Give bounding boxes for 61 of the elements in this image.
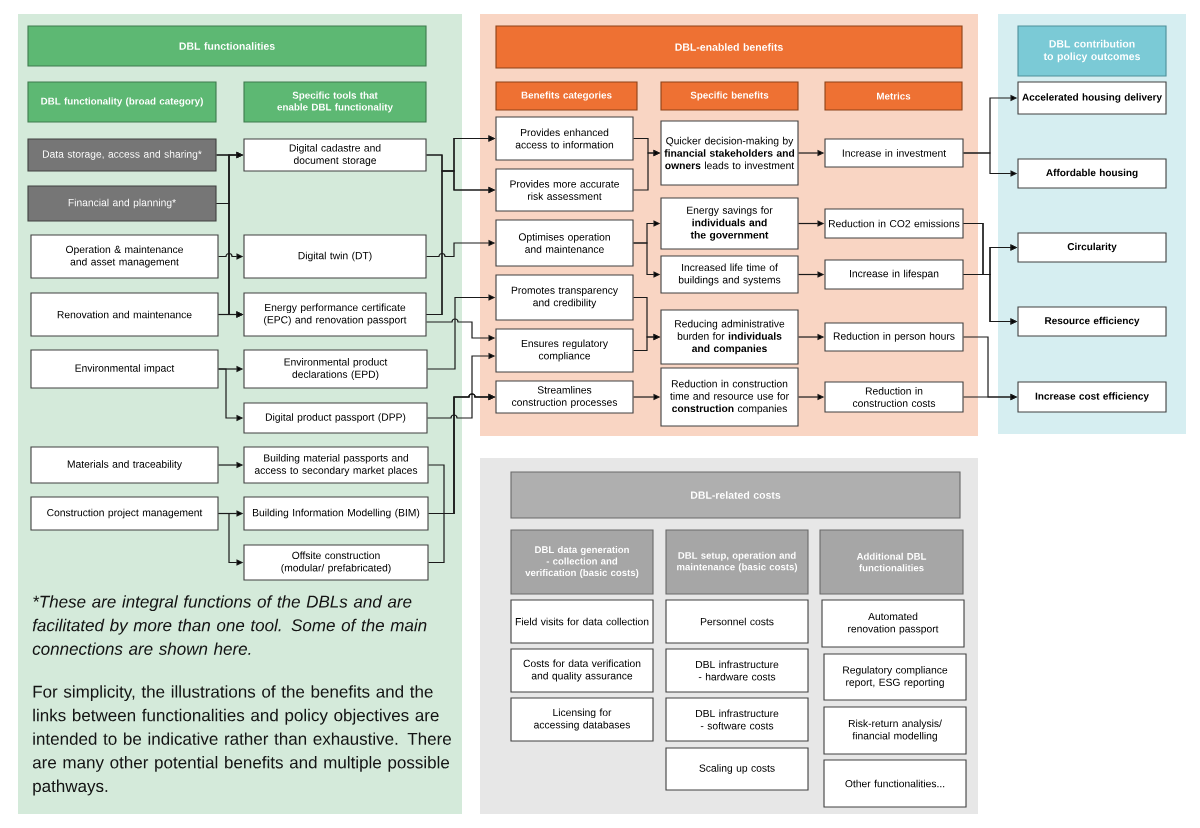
tool-box: Offsite construction (modular/ prefabricated) [243,544,429,581]
functionality-box: Environmental impact [30,349,219,389]
cost-box: Field visits for data collection [510,599,654,644]
cost-box: Scaling up costs [665,747,809,791]
tool-box: Energy performance certificate (EPC) and renovation passport [243,292,427,337]
benefit-box: Reduction in construction time and resource use for construction companies [660,367,799,427]
section-header: DBL-enabled benefits [495,25,963,69]
column-header: DBL data generation - collection and verification (basic costs) [510,529,654,595]
cost-box: Licensing for accessing databases [510,697,654,742]
metric-box: Increase in investment [824,138,964,168]
column-header: Metrics [824,81,963,111]
column-header: Specific tools that enable DBL functionality [243,81,427,123]
column-header: DBL setup, operation and maintenance (basic costs) [665,529,809,595]
cost-box: Other functionalities... [823,759,967,808]
tool-box: Environmental product declarations (EPD) [243,349,428,389]
metric-box: Reduction in construction costs [824,381,964,413]
tool-box: Digital twin (DT) [243,234,427,279]
functionality-box: Data storage, access and sharing* [27,138,217,172]
outcome-box: Resource efficiency [1017,306,1167,337]
benefit-category-box: Streamlines construction processes [495,380,634,414]
column-header: DBL functionality (broad category) [27,81,217,123]
functionality-box: Materials and traceability [30,446,219,484]
benefit-box: Increased life time of buildings and systems [660,255,799,294]
benefit-category-box: Promotes transparency and credibility [495,274,634,321]
tool-box: Digital product passport (DPP) [243,402,428,434]
metric-box: Increase in lifespan [824,259,964,290]
benefit-box: Quicker decision-making by financial stakeholders and owners leads to investment [660,120,799,186]
outcome-box: Accelerated housing delivery [1017,81,1167,115]
column-header: Benefits categories [495,81,638,111]
cost-box: Personnel costs [665,599,809,644]
functionality-box: Renovation and maintenance [30,292,219,337]
benefit-category-box: Ensures regulatory compliance [495,328,634,373]
section-header: DBL functionalities [27,25,427,67]
column-header: Additional DBL functionalities [819,529,964,595]
functionality-box: Construction project management [30,496,219,531]
cost-box: DBL infrastructure - software costs [665,697,809,742]
benefit-box: Reducing administrative burden for individuals and companies [660,309,799,365]
footnote: *These are integral functions of the DBLs and are facilitated by more than one tool. Some of the main connections are shown here. [32,595,427,655]
metric-box: Reduction in person hours [824,322,964,352]
tool-box: Building Information Modelling (BIM) [243,496,429,531]
benefit-category-box: Provides more accurate risk assessment [495,168,634,212]
outcome-box: Affordable housing [1017,158,1167,189]
benefit-category-box: Optimises operation and maintenance [495,219,634,267]
functionality-box: Operation & maintenance and asset management [30,234,219,279]
outcome-box: Increase cost efficiency [1017,381,1167,413]
outcome-box: Circularity [1017,232,1167,263]
benefit-box: Energy savings for individuals and the government [660,197,799,250]
cost-box: Automated renovation passport [821,599,965,648]
section-header: DBL contribution to policy outcomes [1017,25,1167,77]
functionality-box: Financial and planning* [27,185,217,222]
metric-box: Reduction in CO2 emissions [824,208,964,239]
tool-box: Digital cadastre and document storage [243,138,427,172]
cost-box: Costs for data verification and quality assurance [510,648,654,693]
cost-box: Regulatory compliance report, ESG reporting [823,653,967,701]
tool-box: Building material passports and access to secondary market places [243,446,429,484]
column-header: Specific benefits [660,81,799,111]
benefit-category-box: Provides enhanced access to information [495,116,634,161]
cost-box: Risk-return analysis/ financial modelling [823,706,967,755]
cost-box: DBL infrastructure - hardware costs [665,648,809,693]
note-paragraph: For simplicity, the illustrations of the benefits and the links between functionalities and policy objectives are intended to be indicative rather than exhaustive. There are many other potential benefits and multiple possible pathways. [32,685,451,796]
section-header: DBL-related costs [510,471,961,519]
